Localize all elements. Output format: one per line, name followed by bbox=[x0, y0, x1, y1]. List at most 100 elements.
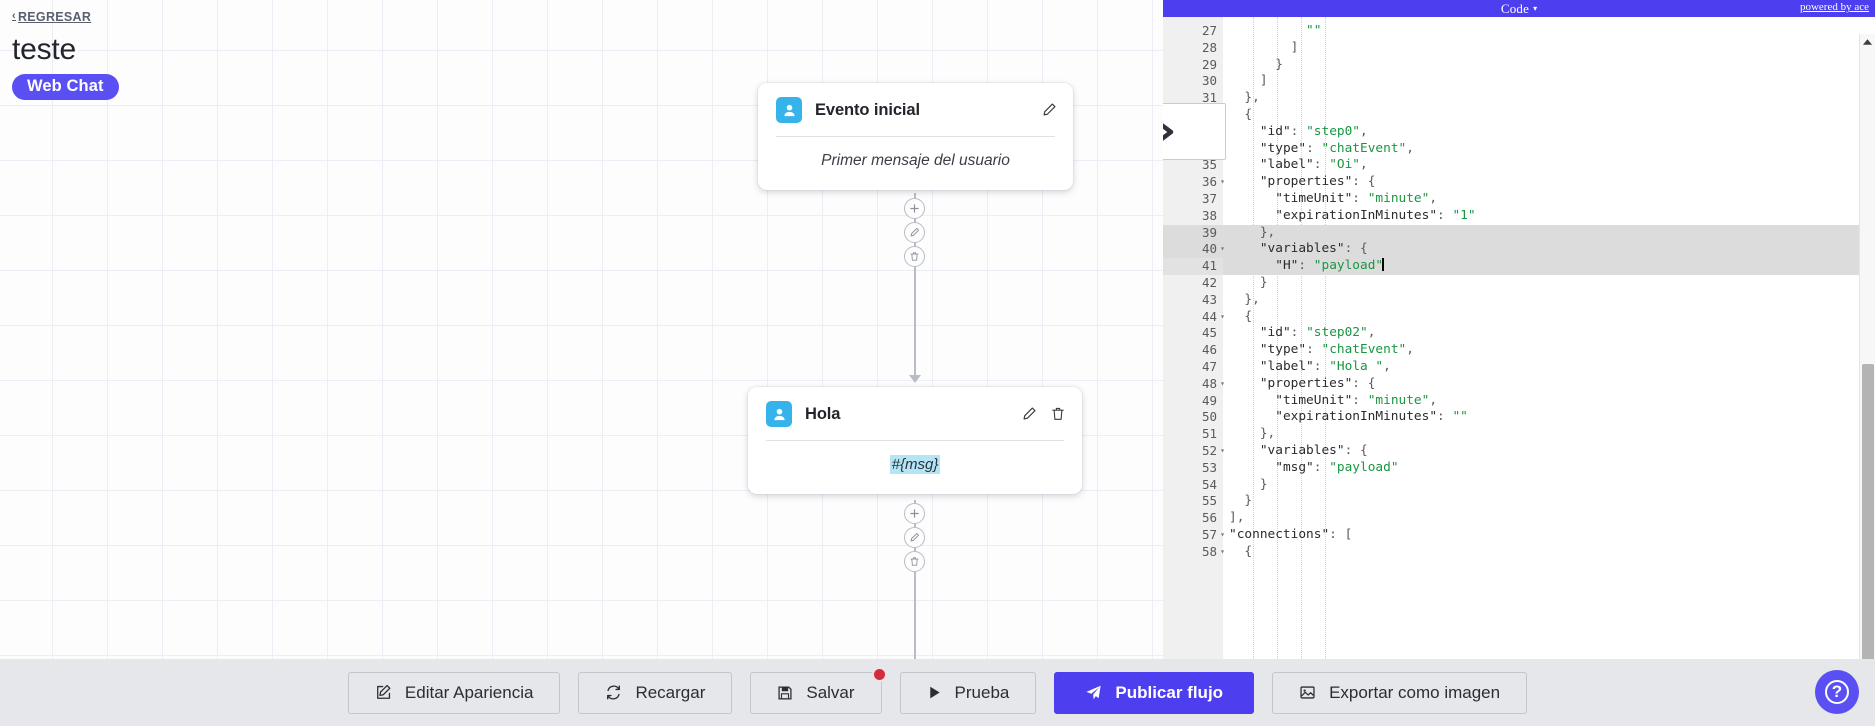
fold-toggle-icon[interactable]: ▾ bbox=[1220, 177, 1225, 187]
code-line[interactable]: }, bbox=[1223, 224, 1875, 242]
fold-toggle-icon[interactable]: ▾ bbox=[1220, 529, 1225, 539]
editor-scrollbar[interactable] bbox=[1859, 34, 1875, 659]
code-line[interactable]: "expirationInMinutes": "" bbox=[1275, 409, 1468, 425]
code-editor-title[interactable]: Code bbox=[1500, 0, 1530, 16]
line-number[interactable]: 29 bbox=[1201, 56, 1217, 72]
line-number[interactable]: 48▾ bbox=[1163, 376, 1225, 393]
edit-icon[interactable] bbox=[1021, 406, 1037, 422]
code-line[interactable]: "timeUnit": "minute", bbox=[1275, 190, 1438, 206]
code-line[interactable]: } bbox=[1229, 56, 1283, 72]
code-line[interactable]: "properties": { bbox=[1259, 174, 1376, 190]
line-number[interactable]: 37 bbox=[1201, 190, 1217, 206]
code-line[interactable]: "variables": { bbox=[1223, 241, 1875, 258]
line-number[interactable]: 42 bbox=[1201, 274, 1217, 290]
powered-by-ace-link[interactable]: powered by ace bbox=[1799, 1, 1869, 13]
line-number[interactable]: 49 bbox=[1201, 392, 1217, 408]
help-button[interactable]: ? bbox=[1815, 670, 1859, 714]
code-line[interactable]: "type": "chatEvent", bbox=[1259, 140, 1414, 156]
edit-step-button[interactable] bbox=[904, 222, 925, 243]
panel-collapse-toggle[interactable] bbox=[1163, 103, 1226, 160]
line-number[interactable]: 43 bbox=[1201, 291, 1217, 307]
code-line[interactable]: { bbox=[1229, 543, 1253, 559]
code-line[interactable]: } bbox=[1229, 274, 1268, 290]
line-number[interactable]: 38 bbox=[1201, 207, 1217, 223]
line-number[interactable]: 30 bbox=[1201, 73, 1217, 89]
line-number[interactable]: 53 bbox=[1201, 459, 1217, 475]
code-line[interactable]: } bbox=[1229, 493, 1253, 509]
line-number[interactable]: 40▾ bbox=[1163, 241, 1225, 259]
code-line[interactable]: } bbox=[1229, 476, 1268, 492]
fold-toggle-icon[interactable]: ▾ bbox=[1220, 244, 1225, 254]
edit-appearance-button[interactable]: Editar Apariencia bbox=[347, 671, 561, 714]
code-text-area[interactable]: "" ] } ] }, { "id": "step0", "type": "ch… bbox=[1223, 17, 1875, 659]
line-number[interactable]: 57▾ bbox=[1163, 527, 1225, 544]
code-editor-body[interactable]: 272829303132▾33343536▾37383940▾41424344▾… bbox=[1163, 17, 1875, 659]
chevron-down-icon[interactable]: ▾ bbox=[1533, 4, 1538, 13]
line-number[interactable]: 27 bbox=[1201, 23, 1217, 38]
flow-node-hola[interactable]: Hola #{msg} bbox=[748, 387, 1082, 494]
line-number[interactable]: 31 bbox=[1201, 90, 1217, 106]
code-line[interactable]: "type": "chatEvent", bbox=[1259, 342, 1414, 358]
delete-icon[interactable] bbox=[1050, 406, 1066, 422]
code-line[interactable]: "properties": { bbox=[1259, 375, 1376, 391]
line-number[interactable]: 52▾ bbox=[1163, 443, 1225, 460]
code-editor-panel[interactable]: Code ▾ powered by ace 272829303132▾33343… bbox=[1163, 0, 1875, 659]
code-line[interactable]: "id": "step0", bbox=[1259, 123, 1368, 139]
fold-toggle-icon[interactable]: ▾ bbox=[1220, 378, 1225, 388]
publish-flow-button[interactable]: Publicar flujo bbox=[1054, 671, 1255, 714]
delete-step-button[interactable] bbox=[904, 551, 925, 572]
line-number[interactable]: 28 bbox=[1201, 39, 1217, 55]
code-line[interactable]: "variables": { bbox=[1259, 442, 1368, 458]
code-line[interactable]: "timeUnit": "minute", bbox=[1275, 392, 1438, 408]
line-number[interactable]: 54 bbox=[1201, 476, 1217, 492]
line-number[interactable]: 51 bbox=[1201, 426, 1217, 442]
export-image-button[interactable]: Exportar como imagen bbox=[1272, 671, 1528, 714]
code-line[interactable]: { bbox=[1229, 106, 1253, 122]
code-line[interactable]: }, bbox=[1229, 426, 1276, 442]
code-line[interactable]: "id": "step02", bbox=[1259, 325, 1376, 341]
save-button[interactable]: Salvar bbox=[750, 666, 887, 714]
code-line[interactable]: "H": "payload" bbox=[1223, 258, 1875, 275]
add-step-button[interactable] bbox=[904, 503, 925, 524]
line-number[interactable]: 46 bbox=[1201, 342, 1217, 358]
line-number[interactable]: 47 bbox=[1201, 358, 1217, 374]
line-number[interactable]: 44▾ bbox=[1163, 309, 1225, 326]
code-line[interactable]: ] bbox=[1229, 73, 1268, 89]
delete-step-button[interactable] bbox=[904, 246, 925, 267]
scrollbar-thumb[interactable] bbox=[1862, 364, 1874, 659]
line-number[interactable]: 39 bbox=[1163, 224, 1223, 242]
line-number[interactable]: 50 bbox=[1201, 409, 1217, 425]
fold-toggle-icon[interactable]: ▾ bbox=[1220, 546, 1225, 556]
back-link[interactable]: ‹ REGRESAR bbox=[12, 10, 91, 24]
line-number[interactable]: 36▾ bbox=[1163, 174, 1225, 191]
node-body-text: Primer mensaje del usuario bbox=[821, 152, 1010, 169]
scroll-up-arrow-icon[interactable] bbox=[1860, 34, 1875, 50]
line-number[interactable]: 41 bbox=[1163, 258, 1223, 275]
line-number[interactable]: 45 bbox=[1201, 325, 1217, 341]
code-line[interactable]: "" bbox=[1306, 23, 1322, 38]
code-line[interactable]: "label": "Hola ", bbox=[1259, 358, 1391, 374]
code-line[interactable]: ], bbox=[1229, 510, 1245, 526]
edit-step-button[interactable] bbox=[904, 527, 925, 548]
add-step-button[interactable] bbox=[904, 198, 925, 219]
flow-canvas[interactable]: ‹ REGRESAR teste Web Chat Evento inicial bbox=[0, 0, 1163, 659]
edit-icon[interactable] bbox=[1041, 102, 1057, 118]
code-line[interactable]: }, bbox=[1229, 90, 1260, 106]
code-line[interactable]: { bbox=[1229, 308, 1253, 324]
test-button[interactable]: Prueba bbox=[899, 671, 1037, 714]
code-line[interactable]: "label": "Oi", bbox=[1259, 157, 1368, 173]
fold-toggle-icon[interactable]: ▾ bbox=[1220, 445, 1225, 455]
line-number[interactable]: 55 bbox=[1201, 493, 1217, 509]
code-line[interactable]: "expirationInMinutes": "1" bbox=[1275, 207, 1476, 223]
line-number[interactable]: 56 bbox=[1201, 510, 1217, 526]
node-divider bbox=[776, 136, 1055, 137]
line-number[interactable]: 58▾ bbox=[1163, 544, 1225, 561]
code-line[interactable]: }, bbox=[1229, 291, 1260, 307]
code-line[interactable]: ] bbox=[1229, 39, 1299, 55]
code-line[interactable]: "connections": [ bbox=[1229, 526, 1353, 542]
flow-node-evento-inicial[interactable]: Evento inicial Primer mensaje del usuari… bbox=[758, 83, 1073, 190]
code-line[interactable]: "msg": "payload" bbox=[1275, 459, 1399, 475]
reload-button[interactable]: Recargar bbox=[578, 671, 733, 714]
line-number[interactable]: 35 bbox=[1201, 157, 1217, 173]
fold-toggle-icon[interactable]: ▾ bbox=[1220, 311, 1225, 321]
